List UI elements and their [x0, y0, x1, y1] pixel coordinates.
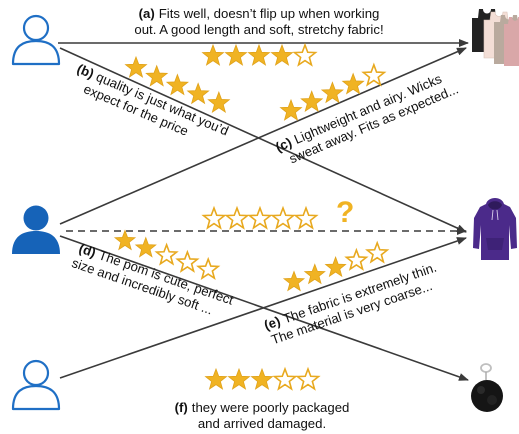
review-a-star-4-filled	[270, 43, 294, 66]
edges	[58, 39, 469, 381]
review-e-star-1-filled	[282, 270, 306, 292]
review-d-star-5-empty	[196, 256, 221, 280]
review-b-star-2-filled	[145, 64, 169, 87]
edge-c-user2-tanktops	[59, 47, 467, 225]
user-1-icon	[11, 14, 61, 66]
review-c-star-1-filled	[279, 98, 303, 121]
rating-stars-layer	[113, 42, 390, 391]
review-unknown-star-2-empty	[224, 205, 250, 230]
user-2-icon	[12, 205, 60, 254]
review-e-star-4-empty	[344, 247, 369, 271]
review-f-line-1: they were poorly packaged	[192, 400, 350, 415]
review-d-star-2-filled	[134, 236, 157, 258]
review-c-tag: (c)	[273, 135, 294, 155]
edge-b-user1-hoodie	[59, 47, 467, 233]
review-d-star-1-filled	[113, 229, 137, 251]
review-a-star-1-filled	[201, 43, 225, 66]
review-c-star-5-empty	[361, 62, 387, 87]
review-b-star-3-filled	[165, 73, 189, 96]
review-e-star-3-filled	[324, 256, 347, 278]
review-f-tag: (f)	[175, 400, 188, 415]
review-d-star-3-empty	[154, 242, 179, 266]
review-f-star-3-filled	[250, 367, 274, 390]
unknown-rating-question-mark: ?	[336, 196, 354, 229]
review-a-star-3-filled	[247, 43, 271, 66]
review-unknown-star-3-empty	[247, 205, 273, 230]
review-a-star-2-filled	[224, 43, 248, 66]
review-c-star-3-filled	[320, 81, 344, 104]
review-a-star-5-empty	[292, 42, 318, 67]
review-a-text: (a) Fits well, doesn’t flip up when worki…	[139, 6, 380, 21]
tank-tops-icon	[472, 9, 519, 66]
review-d-tag: (d)	[77, 241, 98, 261]
review-f-text: (f) they were poorly packaged	[175, 400, 350, 415]
review-unknown-star-5-empty	[293, 205, 319, 230]
review-d-text: (d)The pom is cute, perfect size and inc…	[70, 241, 236, 318]
review-a-line-1: Fits well, doesn’t flip up when working	[159, 6, 380, 21]
review-e-star-2-filled	[303, 263, 326, 285]
review-b-star-4-filled	[186, 82, 210, 105]
review-c-star-2-filled	[300, 90, 324, 113]
review-a-tag: (a)	[139, 6, 155, 21]
review-f-star-1-filled	[204, 367, 228, 390]
pom-pom-keychain-icon	[471, 363, 503, 412]
review-e-tag: (e)	[262, 313, 282, 332]
review-unknown-star-4-empty	[270, 205, 296, 230]
review-f-star-2-filled	[227, 367, 251, 390]
review-f-line-2: and arrived damaged.	[198, 416, 326, 431]
purple-hoodie-icon	[473, 198, 517, 260]
review-b-tag: (b)	[75, 61, 96, 81]
edge-e-user3-hoodie	[59, 237, 467, 379]
review-b-star-1-filled	[124, 55, 148, 78]
review-c-text: (c)Lightweight and airy. Wicks sweat awa…	[273, 71, 460, 166]
review-c-star-4-filled	[341, 72, 365, 95]
review-a-line-2: out. A good length and soft, stretchy fa…	[134, 22, 383, 37]
review-d-star-4-empty	[175, 249, 200, 273]
user-3-icon	[11, 359, 61, 411]
review-f-star-5-empty	[295, 366, 321, 391]
review-e-star-5-empty	[365, 240, 390, 264]
review-e-text: (e)The fabric is extremely thin. The mat…	[262, 260, 438, 348]
review-b-star-5-filled	[207, 91, 231, 113]
review-f-star-4-empty	[272, 366, 298, 391]
review-unknown-star-1-empty	[201, 205, 227, 230]
